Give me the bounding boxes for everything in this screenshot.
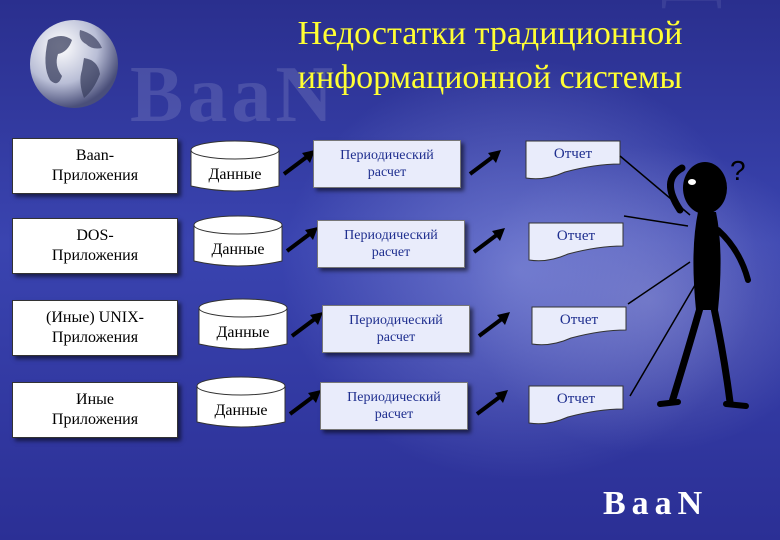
database-label: Данные: [214, 402, 268, 419]
arrow-icon: [290, 312, 323, 338]
watermark-baan-top: BaaN: [130, 51, 338, 139]
app-label-line-2: Приложения: [51, 247, 139, 264]
watermark-baan-right: N: [640, 0, 743, 10]
database-cylinder: Данные: [190, 140, 280, 194]
arrow-icon: [285, 227, 318, 253]
app-label-line-1: Иные: [76, 391, 114, 408]
report-label: Отчет: [556, 391, 596, 407]
calc-box: Периодический расчет: [317, 220, 465, 268]
baan-logo: BaaN: [603, 485, 769, 522]
calc-label-line-2: расчет: [367, 165, 407, 180]
title-line-1: Недостатки традиционной: [297, 15, 683, 52]
report-document: Отчет: [525, 140, 621, 182]
arrow-icon: [475, 390, 508, 416]
question-mark: ?: [730, 155, 746, 186]
calc-label-line-2: расчет: [371, 245, 411, 260]
app-label-line-1: (Иные) UNIX-: [46, 309, 144, 326]
app-label-line-1: Baan-: [75, 147, 115, 164]
calc-label-line-1: Периодический: [347, 390, 441, 405]
calc-box: Периодический расчет: [320, 382, 468, 430]
report-label: Отчет: [553, 146, 593, 162]
database-cylinder: Данные: [196, 376, 286, 430]
arrow-icon: [477, 312, 510, 338]
app-box-unix: (Иные) UNIX- Приложения: [12, 300, 178, 356]
report-document: Отчет: [528, 222, 624, 264]
calc-label-line-1: Периодический: [349, 313, 443, 328]
app-box-other: Иные Приложения: [12, 382, 178, 438]
slide-title: Недостатки традиционной информационной с…: [250, 12, 730, 100]
logo-text: BaaN: [603, 485, 708, 519]
calc-box: Периодический расчет: [322, 305, 470, 353]
calc-box: Периодический расчет: [313, 140, 461, 188]
app-box-baan: Baan- Приложения: [12, 138, 178, 194]
calc-label-line-2: расчет: [376, 330, 416, 345]
arrow-icon: [282, 150, 315, 176]
report-label: Отчет: [559, 312, 599, 328]
database-label: Данные: [211, 241, 265, 258]
database-label: Данные: [208, 166, 262, 183]
arrow-icon: [288, 390, 321, 416]
app-label-line-2: Приложения: [51, 329, 139, 346]
globe-icon: [30, 20, 118, 108]
report-document: Отчет: [531, 306, 627, 348]
app-label-line-2: Приложения: [51, 167, 139, 184]
title-line-2: информационной системы: [297, 59, 683, 96]
report-document: Отчет: [528, 385, 624, 427]
arrow-icon: [468, 150, 501, 176]
arrow-icon: [472, 228, 505, 254]
report-label: Отчет: [556, 228, 596, 244]
database-label: Данные: [216, 324, 270, 341]
database-cylinder: Данные: [193, 215, 283, 269]
calc-label-line-1: Периодический: [344, 228, 438, 243]
confused-person-icon: ?: [657, 155, 751, 409]
calc-label-line-1: Периодический: [340, 148, 434, 163]
app-label-line-2: Приложения: [51, 411, 139, 428]
app-label-line-1: DOS-: [76, 227, 114, 244]
database-cylinder: Данные: [198, 298, 288, 352]
calc-label-line-2: расчет: [374, 407, 414, 422]
app-box-dos: DOS- Приложения: [12, 218, 178, 274]
